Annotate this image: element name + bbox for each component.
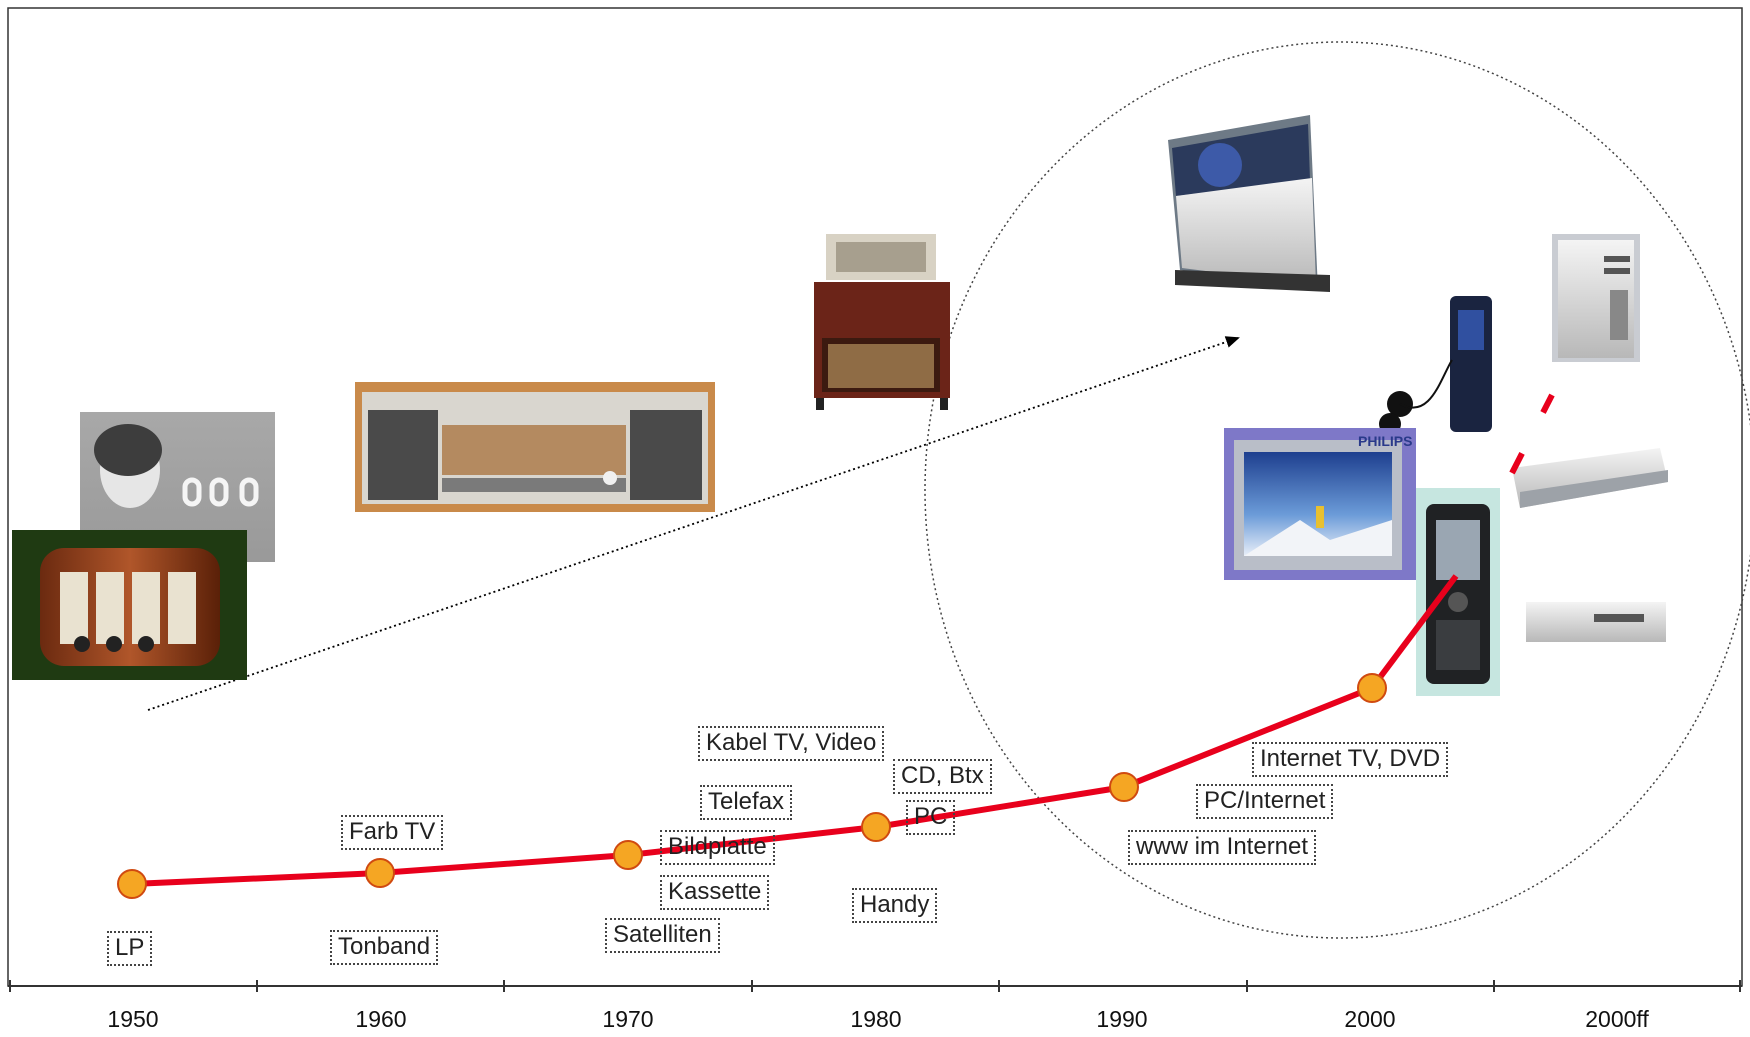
dvd-recorder-photo bbox=[1512, 448, 1668, 508]
marker-1970 bbox=[613, 840, 643, 870]
growth-curve-continuation bbox=[1509, 393, 1555, 475]
event-label-kabel-tv-video: Kabel TV, Video bbox=[698, 726, 885, 761]
event-label-tonband: Tonband bbox=[330, 930, 439, 965]
event-label-internet-tv-dvd: Internet TV, DVD bbox=[1252, 742, 1449, 777]
wooden-tube-radio-photo bbox=[12, 530, 247, 680]
event-label-bildplatte: Bildplatte bbox=[660, 830, 775, 865]
year-tick-1990: 1990 bbox=[1096, 1006, 1147, 1032]
year-tick-1950: 1950 bbox=[107, 1006, 158, 1032]
event-label-lp: LP bbox=[107, 931, 153, 966]
event-label-cd-btx: CD, Btx bbox=[893, 759, 992, 794]
pc-tower-photo bbox=[1552, 234, 1640, 362]
marker-1950 bbox=[117, 869, 147, 899]
dvd-player-photo bbox=[1526, 602, 1666, 642]
mobile-phone-photo bbox=[1416, 488, 1500, 696]
marker-1990 bbox=[1109, 772, 1139, 802]
trend-arrow bbox=[147, 336, 1240, 711]
event-label-telefax: Telefax bbox=[700, 785, 793, 820]
modern-era-circle bbox=[924, 41, 1750, 939]
marker-2000 bbox=[1357, 673, 1387, 703]
event-label-farb-tv: Farb TV bbox=[341, 815, 444, 850]
tv-brand-label: PHILIPS bbox=[1358, 433, 1412, 449]
marker-1960 bbox=[365, 858, 395, 888]
year-tick-2000: 2000 bbox=[1344, 1006, 1395, 1032]
year-tick-2000ff: 2000ff bbox=[1585, 1006, 1649, 1032]
event-label-pc: PC bbox=[906, 800, 956, 835]
stereo-radio-receiver-photo bbox=[355, 382, 715, 512]
event-label-pc-internet: PC/Internet bbox=[1196, 784, 1334, 819]
year-tick-1970: 1970 bbox=[602, 1006, 653, 1032]
year-tick-1960: 1960 bbox=[355, 1006, 406, 1032]
event-label-kassette: Kassette bbox=[660, 875, 770, 910]
axis-ticks bbox=[9, 980, 1741, 992]
event-label-satelliten: Satelliten bbox=[605, 918, 720, 953]
year-tick-1980: 1980 bbox=[850, 1006, 901, 1032]
marker-1980 bbox=[861, 812, 891, 842]
mp3-player-photo bbox=[1379, 296, 1492, 435]
philips-tv-photo: PHILIPS bbox=[1224, 428, 1416, 580]
event-label-handy: Handy bbox=[852, 888, 938, 923]
event-label-www-im-internet: www im Internet bbox=[1128, 830, 1317, 865]
hifi-cd-system-photo bbox=[1168, 115, 1330, 292]
record-player-cabinet-photo bbox=[814, 234, 950, 410]
